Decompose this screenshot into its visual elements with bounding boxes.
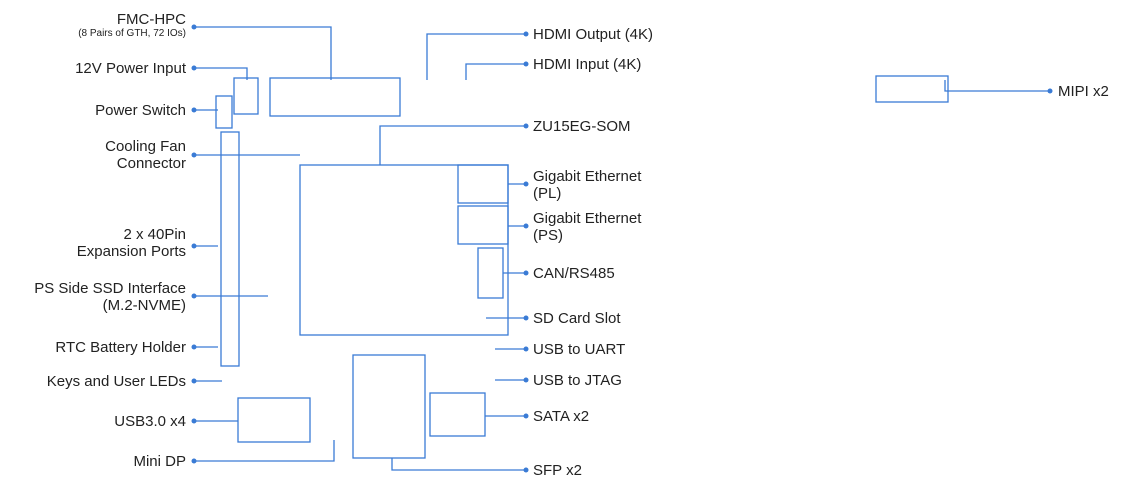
label-rtc-battery: RTC Battery Holder bbox=[55, 339, 186, 356]
label-hdmi-input: HDMI Input (4K) bbox=[533, 56, 642, 73]
label-fmc-hpc: FMC-HPC(8 Pairs of GTH, 72 IOs) bbox=[78, 11, 186, 39]
label-keys-leds: Keys and User LEDs bbox=[46, 373, 186, 390]
label-usb-jtag: USB to JTAG bbox=[533, 372, 622, 389]
label-ethernet-pl: Gigabit Ethernet(PL) bbox=[533, 168, 642, 202]
label-ethernet-ps: Gigabit Ethernet(PS) bbox=[533, 210, 642, 244]
label-sata: SATA x2 bbox=[533, 408, 590, 425]
label-ssd-interface: PS Side SSD Interface(M.2-NVME) bbox=[34, 280, 186, 314]
label-power-switch: Power Switch bbox=[95, 102, 186, 119]
label-sd-card: SD Card Slot bbox=[533, 310, 621, 327]
label-som: ZU15EG-SOM bbox=[533, 118, 631, 135]
label-can-rs485: CAN/RS485 bbox=[533, 265, 615, 282]
label-mini-dp: Mini DP bbox=[133, 453, 186, 470]
label-hdmi-output: HDMI Output (4K) bbox=[533, 26, 654, 43]
label-sfp: SFP x2 bbox=[533, 462, 582, 479]
label-usb3: USB3.0 x4 bbox=[114, 413, 186, 430]
label-12v-power-input: 12V Power Input bbox=[75, 60, 186, 77]
label-usb-uart: USB to UART bbox=[533, 341, 626, 358]
label-mipi: MIPI x2 bbox=[1058, 83, 1109, 100]
